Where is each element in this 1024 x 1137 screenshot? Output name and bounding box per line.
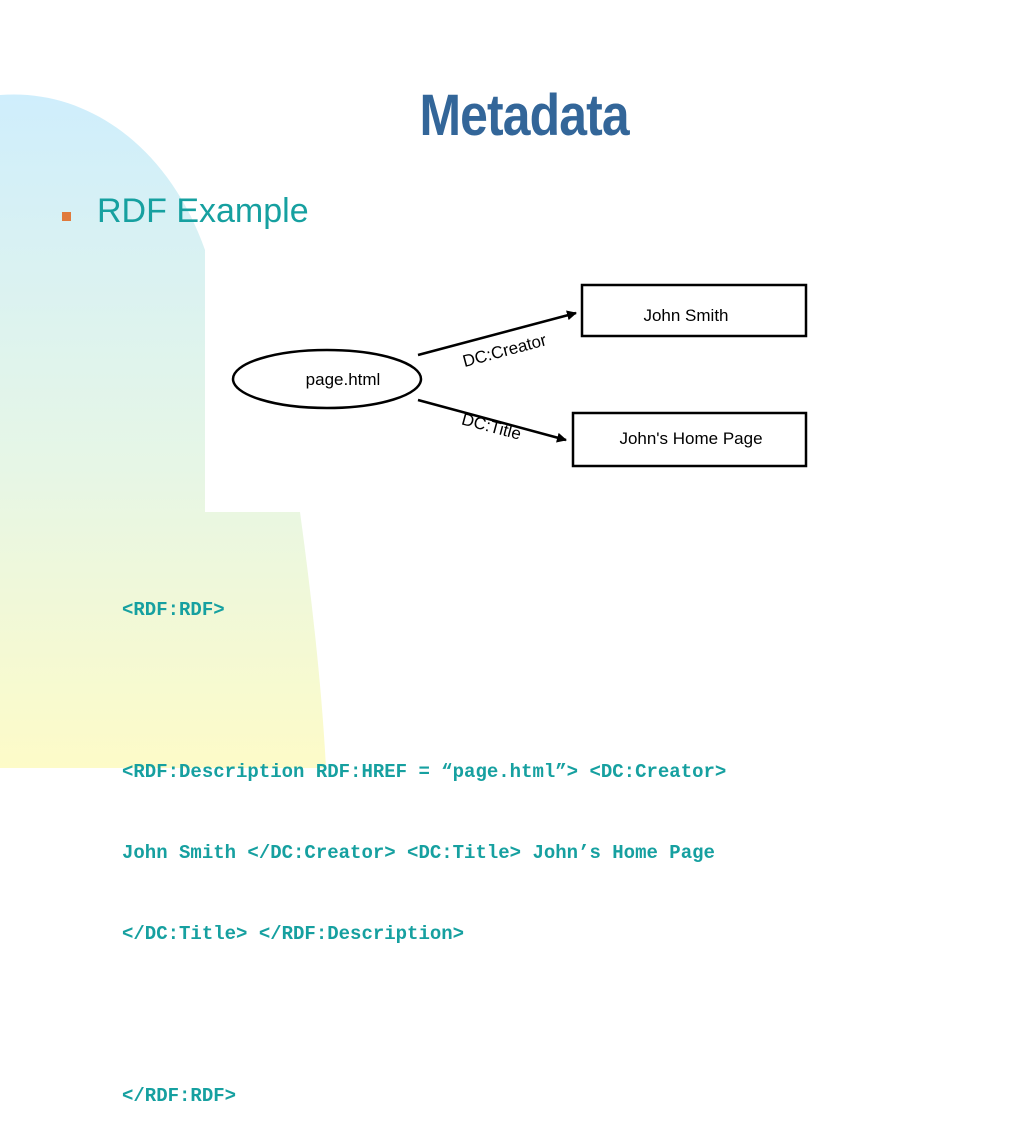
code-line: John Smith </DC:Creator> <DC:Title> John… (122, 842, 715, 864)
code-line (122, 1002, 726, 1029)
title-arrow (417, 398, 567, 443)
code-line: </RDF:RDF> (122, 1085, 237, 1107)
slide-title: Metadata (419, 83, 629, 148)
creator-node-label: John Smith (643, 306, 728, 325)
rdf-code-block: <RDF:RDF> <RDF:Description RDF:HREF = “p… (122, 543, 726, 1137)
creator-node (580, 283, 808, 338)
title-property-label: DC:Title (460, 410, 524, 444)
background-decoration (0, 94, 326, 768)
resource-label: page.html (306, 370, 381, 389)
code-line: </DC:Title> </RDF:Description> (122, 923, 465, 945)
creator-property-label: DC:Creator (461, 330, 549, 371)
code-line: <RDF:RDF> (122, 599, 225, 621)
rdf-diagram: page.html John Smith John's Home Page DC… (231, 283, 808, 468)
code-line: <RDF:Description RDF:HREF = “page.html”>… (122, 761, 727, 783)
bullet-text: RDF Example (97, 192, 309, 230)
code-line (122, 678, 726, 705)
bullet-square-icon (62, 212, 71, 221)
resource-node (231, 348, 423, 410)
title-node (571, 411, 808, 468)
bullet-item: RDF Example (62, 192, 309, 231)
creator-arrow (417, 310, 577, 357)
title-node-label: John's Home Page (619, 429, 762, 448)
